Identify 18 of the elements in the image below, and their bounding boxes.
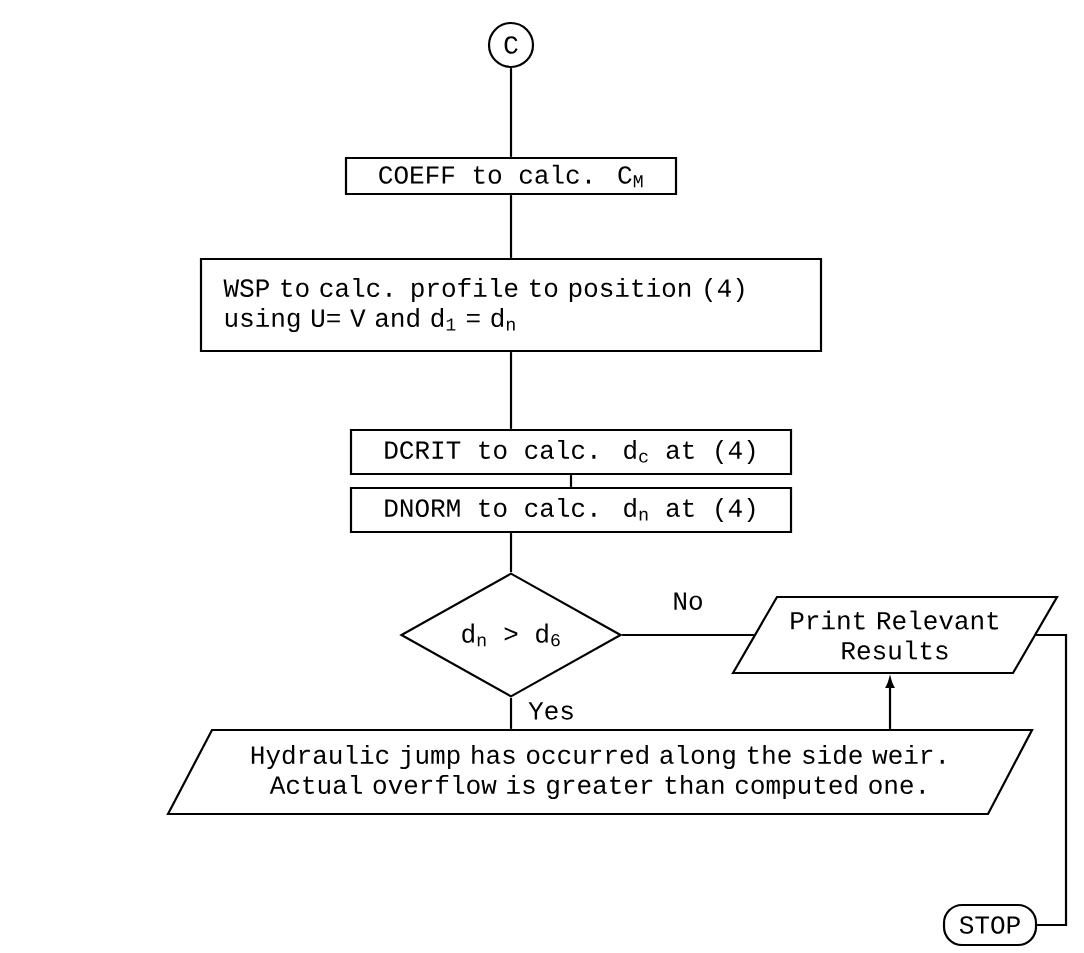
connector-line: [509, 352, 513, 429]
arrow: [885, 677, 895, 729]
connector-line: [1036, 633, 1068, 927]
edge-label: No: [670, 590, 706, 612]
io-parallelogram: Print Relevant Results: [731, 595, 1059, 675]
terminator: STOP: [942, 903, 1038, 947]
connector-line: [509, 697, 513, 729]
connector-line: [622, 633, 754, 637]
connector-line: [509, 68, 513, 157]
connector-line: [569, 475, 573, 487]
process-box: COEFF to calc. C$_{M}$: [344, 156, 678, 196]
process-box: WSP to calc. profile to position (4) using U= V and d$_{1}$ = d$_{n}$: [199, 257, 823, 353]
connector-line: [509, 195, 513, 258]
io-parallelogram: Hydraulic jump has occurred along the side weir. Actual overflow is greater than computed one.: [166, 728, 1034, 816]
edge-label: Yes: [526, 700, 577, 722]
process-box: DNORM to calc. d$_{n}$ at (4): [349, 486, 793, 534]
process-box: DCRIT to calc. d$_{c}$ at (4): [349, 428, 793, 476]
connector-line: [509, 533, 513, 573]
